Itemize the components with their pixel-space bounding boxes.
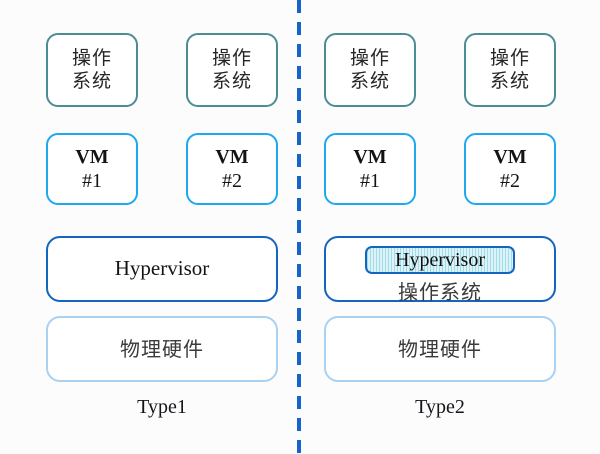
- type1-guest-os-box-1: 操作 系统: [46, 33, 138, 107]
- type2-hardware-box: 物理硬件: [324, 316, 556, 382]
- type2-vm-box-2: VM #2: [464, 133, 556, 205]
- type2-hypervisor-chip: Hypervisor: [365, 246, 515, 275]
- vm-label-line2: #2: [222, 170, 242, 192]
- type1-hypervisor-box: Hypervisor: [46, 236, 278, 302]
- type1-vm-box-1: VM #1: [46, 133, 138, 205]
- host-os-label: 操作系统: [398, 280, 482, 305]
- type1-guest-os-box-2: 操作 系统: [186, 33, 278, 107]
- type1-vm-box-2: VM #2: [186, 133, 278, 205]
- vm-label-line2: #1: [360, 170, 380, 192]
- os-label-line2: 系统: [211, 70, 252, 92]
- os-label-line1: 操作: [71, 46, 112, 69]
- type2-caption: Type2: [415, 396, 465, 418]
- vm-label-line2: #1: [82, 170, 102, 192]
- vm-label-line2: #2: [500, 170, 520, 192]
- type2-guest-os-box-1: 操作 系统: [324, 33, 416, 107]
- vm-label-line1: VM: [75, 145, 109, 168]
- hardware-label: 物理硬件: [120, 336, 204, 361]
- type2-vm-box-1: VM #1: [324, 133, 416, 205]
- hypervisor-label: Hypervisor: [395, 249, 485, 271]
- vertical-dashed-divider: [297, 0, 301, 454]
- os-label-line1: 操作: [211, 46, 252, 69]
- hardware-label: 物理硬件: [398, 336, 482, 361]
- type2-host-os-box: Hypervisor 操作系统: [324, 236, 556, 305]
- type1-caption: Type1: [137, 396, 187, 418]
- hypervisor-label: Hypervisor: [114, 256, 210, 281]
- vm-label-line1: VM: [353, 145, 387, 168]
- type1-hardware-box: 物理硬件: [46, 316, 278, 382]
- os-label-line2: 系统: [71, 70, 112, 92]
- os-label-line2: 系统: [349, 70, 390, 92]
- os-label-line2: 系统: [489, 70, 530, 92]
- vm-label-line1: VM: [215, 145, 249, 168]
- type2-guest-os-box-2: 操作 系统: [464, 33, 556, 107]
- os-label-line1: 操作: [489, 46, 530, 69]
- vm-label-line1: VM: [493, 145, 527, 168]
- os-label-line1: 操作: [349, 46, 390, 69]
